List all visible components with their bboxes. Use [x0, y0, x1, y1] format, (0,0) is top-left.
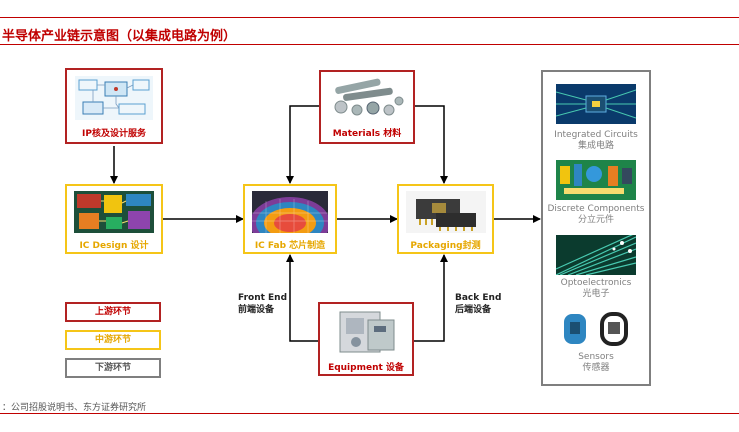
product-optoelectronics: Optoelectronics 光电子 — [543, 278, 649, 300]
pcb-image — [74, 191, 154, 233]
source-note: ：公司招股说明书、东方证券研究所 — [2, 403, 147, 413]
top-rule — [0, 17, 739, 18]
product-cn: 分立元件 — [577, 215, 614, 225]
product-discrete-components: Discrete Components 分立元件 — [543, 204, 649, 226]
arrow-equipment-to-packaging — [414, 254, 448, 342]
ip-label: IP核及设计服务 — [82, 129, 146, 139]
sensors-image — [556, 308, 636, 348]
equipment-label: Equipment 设备 — [328, 363, 404, 373]
product-en: Optoelectronics — [560, 278, 632, 288]
product-en: Sensors — [578, 352, 614, 362]
legend-midstream: 中游环节 — [65, 330, 161, 350]
materials-label: Materials 材料 — [332, 129, 402, 139]
ip-node: IP核及设计服务 — [65, 68, 163, 144]
chip-package-image — [406, 191, 486, 233]
product-cn: 光电子 — [582, 289, 610, 299]
discrete-components-image — [556, 160, 636, 200]
materials-image — [327, 77, 407, 119]
legend-upstream: 上游环节 — [65, 302, 161, 322]
front-end-en: Front End — [238, 293, 288, 303]
materials-node: Materials 材料 — [319, 70, 415, 144]
product-integrated-circuits: Integrated Circuits 集成电路 — [543, 130, 649, 152]
front-end-label: Front End 前端设备 — [238, 292, 287, 316]
arrow-equipment-to-fab — [286, 254, 318, 342]
product-cn: 集成电路 — [577, 141, 614, 151]
product-cn: 传感器 — [582, 363, 610, 373]
arrow-materials-to-packaging — [415, 105, 448, 184]
ic-design-label: IC Design 设计 — [79, 241, 149, 251]
product-en: Integrated Circuits — [554, 130, 638, 140]
packaging-label: Packaging封测 — [410, 241, 481, 251]
ic-fab-node: IC Fab 芯片制造 — [243, 184, 337, 254]
title-rule — [0, 44, 739, 45]
product-en: Discrete Components — [547, 204, 645, 214]
equipment-image — [334, 308, 400, 356]
products-panel: Integrated Circuits 集成电路 Discrete Compon… — [541, 70, 651, 386]
ic-design-node: IC Design 设计 — [65, 184, 163, 254]
arrow-materials-to-fab — [286, 105, 319, 184]
wafer-image — [252, 191, 328, 233]
back-end-cn: 后端设备 — [455, 305, 492, 315]
legend-downstream: 下游环节 — [65, 358, 161, 378]
packaging-node: Packaging封测 — [397, 184, 494, 254]
schematic-image — [75, 76, 153, 120]
back-end-label: Back End 后端设备 — [455, 292, 501, 316]
page-title: 半导体产业链示意图（以集成电路为例） — [2, 29, 237, 44]
front-end-cn: 前端设备 — [238, 305, 275, 315]
product-sensors: Sensors 传感器 — [543, 352, 649, 374]
integrated-circuits-image — [556, 84, 636, 124]
bottom-rule — [0, 413, 739, 414]
equipment-node: Equipment 设备 — [318, 302, 414, 376]
back-end-en: Back End — [455, 293, 502, 303]
optoelectronics-image — [556, 235, 636, 275]
ic-fab-label: IC Fab 芯片制造 — [254, 241, 326, 251]
